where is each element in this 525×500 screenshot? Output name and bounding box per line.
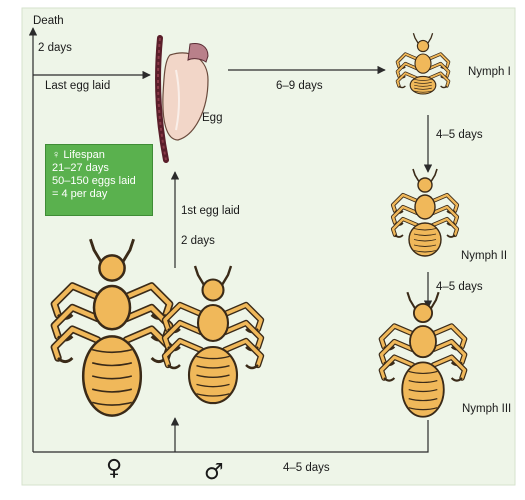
- label-nymph-3: Nymph III: [462, 404, 511, 416]
- female-symbol: ♀: [106, 458, 122, 480]
- label-2-days-mid: 2 days: [181, 236, 215, 248]
- lifespan-title-text: Lifespan: [63, 149, 105, 161]
- label-4-5-days-2: 4–5 days: [436, 282, 483, 294]
- lifespan-box: ♀ Lifespan 21–27 days 50–150 eggs laid =…: [45, 144, 153, 216]
- male-symbol: ♂: [204, 462, 224, 484]
- female-icon: ♀: [52, 149, 60, 161]
- lifespan-line-1: 21–27 days: [52, 162, 146, 175]
- label-last-egg-laid: Last egg laid: [45, 81, 110, 93]
- label-4-5-days-bottom: 4–5 days: [283, 463, 330, 475]
- label-4-5-days-1: 4–5 days: [436, 130, 483, 142]
- lifespan-title: ♀ Lifespan: [52, 149, 146, 162]
- label-nymph-2: Nymph II: [461, 251, 507, 263]
- label-first-egg-laid: 1st egg laid: [181, 206, 240, 218]
- label-nymph-1: Nymph I: [468, 67, 511, 79]
- label-2-days-top: 2 days: [38, 43, 72, 55]
- label-6-9-days: 6–9 days: [276, 81, 323, 93]
- lifespan-line-2: 50–150 eggs laid: [52, 175, 146, 188]
- label-egg: Egg: [202, 113, 222, 125]
- label-death: Death: [33, 16, 64, 28]
- lifespan-line-3: = 4 per day: [52, 188, 146, 201]
